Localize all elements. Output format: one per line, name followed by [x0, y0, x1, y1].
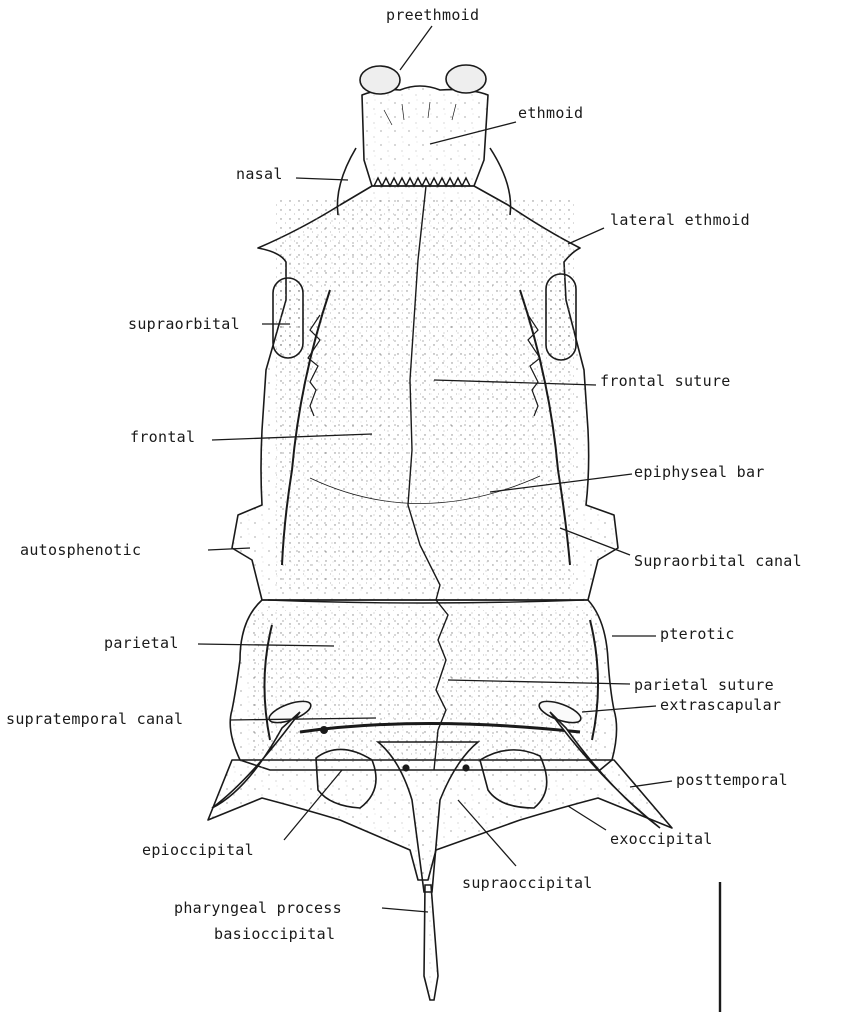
label-basioccipital: basioccipital [214, 925, 335, 943]
label-pharyngeal-process: pharyngeal process [174, 899, 342, 917]
label-extrascapular: extrascapular [660, 696, 781, 714]
label-parietal-suture: parietal suture [634, 676, 774, 694]
label-exoccipital: exoccipital [610, 830, 713, 848]
preethmoid-right [446, 65, 486, 93]
leader-pharyngeal [382, 908, 428, 912]
pharyngeal-process [424, 885, 438, 1000]
label-epioccipital: epioccipital [142, 841, 254, 859]
label-epiphyseal-bar: epiphyseal bar [634, 463, 765, 481]
label-parietal: parietal [104, 634, 179, 652]
leader-exoccipital [568, 806, 606, 830]
label-supraorbital: supraorbital [128, 315, 240, 333]
preethmoid-left [360, 66, 400, 94]
label-ethmoid: ethmoid [518, 104, 583, 122]
label-supraorbital-canal: Supraorbital canal [634, 552, 802, 570]
leader-preethmoid [400, 26, 432, 70]
supraorbital-left [273, 278, 303, 358]
label-pterotic: pterotic [660, 625, 735, 643]
ethmoid-bone [362, 86, 488, 186]
label-autosphenotic: autosphenotic [20, 541, 141, 559]
leader-posttemporal [630, 781, 672, 787]
label-preethmoid: preethmoid [386, 6, 479, 24]
label-frontal: frontal [130, 428, 195, 446]
label-nasal: nasal [236, 165, 283, 183]
label-supratemporal-canal: supratemporal canal [6, 710, 183, 728]
label-frontal-suture: frontal suture [600, 372, 731, 390]
label-lateral-ethmoid: lateral ethmoid [610, 211, 750, 229]
label-posttemporal: posttemporal [676, 771, 788, 789]
supraorbital-right [546, 274, 576, 360]
label-supraoccipital: supraoccipital [462, 874, 593, 892]
leader-nasal [296, 178, 348, 180]
